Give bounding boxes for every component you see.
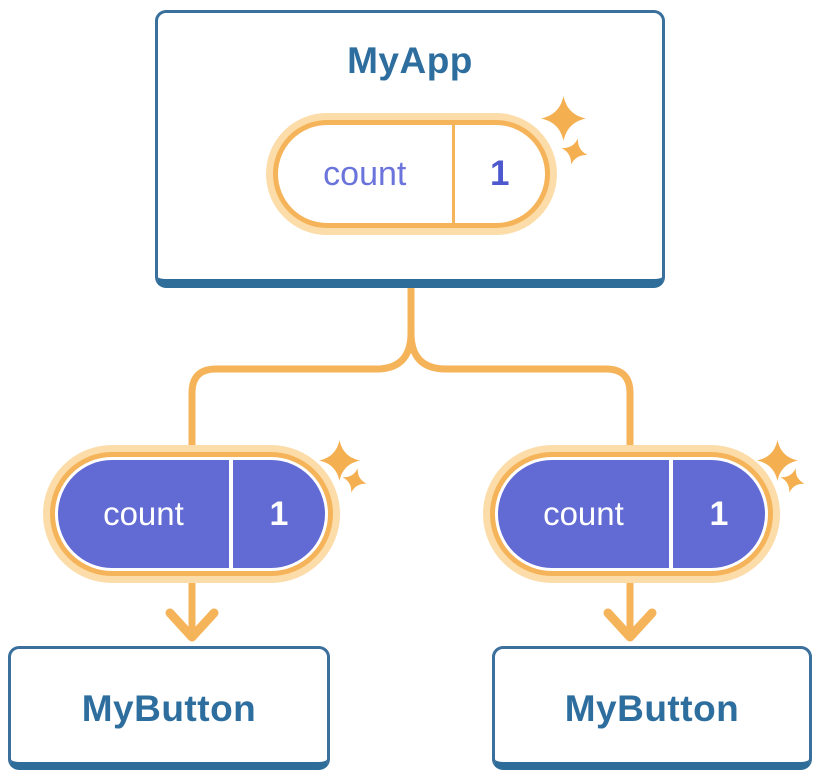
arrow-down-icon [165, 608, 219, 642]
state-name: count [323, 154, 407, 193]
state-pill-body: count 1 [58, 460, 325, 568]
state-value: 1 [228, 460, 325, 568]
component-title: MyApp [347, 40, 473, 81]
sparkle-icon [757, 440, 798, 481]
root-component-card: MyApp count 1 [155, 10, 665, 288]
state-name: count [543, 495, 624, 532]
sparkle-icon [541, 96, 586, 141]
state-name: count [103, 495, 184, 532]
state-value: 1 [668, 460, 765, 568]
child-component-card-left: MyButton [8, 646, 330, 770]
state-pill: count 1 [490, 452, 773, 576]
sparkle-icon [342, 468, 367, 493]
connector-right-branch [407, 282, 634, 641]
sparkle-icon [319, 440, 360, 481]
child-component-card-right: MyButton [492, 646, 812, 770]
arrow-down-icon [603, 608, 657, 642]
sparkle-icon [780, 468, 805, 493]
state-pill: count 1 [50, 452, 333, 576]
sparkle-icon [561, 138, 588, 165]
state-pill: count 1 [273, 120, 550, 228]
state-value: 1 [451, 125, 545, 223]
component-title: MyButton [564, 687, 740, 729]
component-title: MyButton [81, 687, 257, 729]
state-pill-body: count 1 [498, 460, 765, 568]
